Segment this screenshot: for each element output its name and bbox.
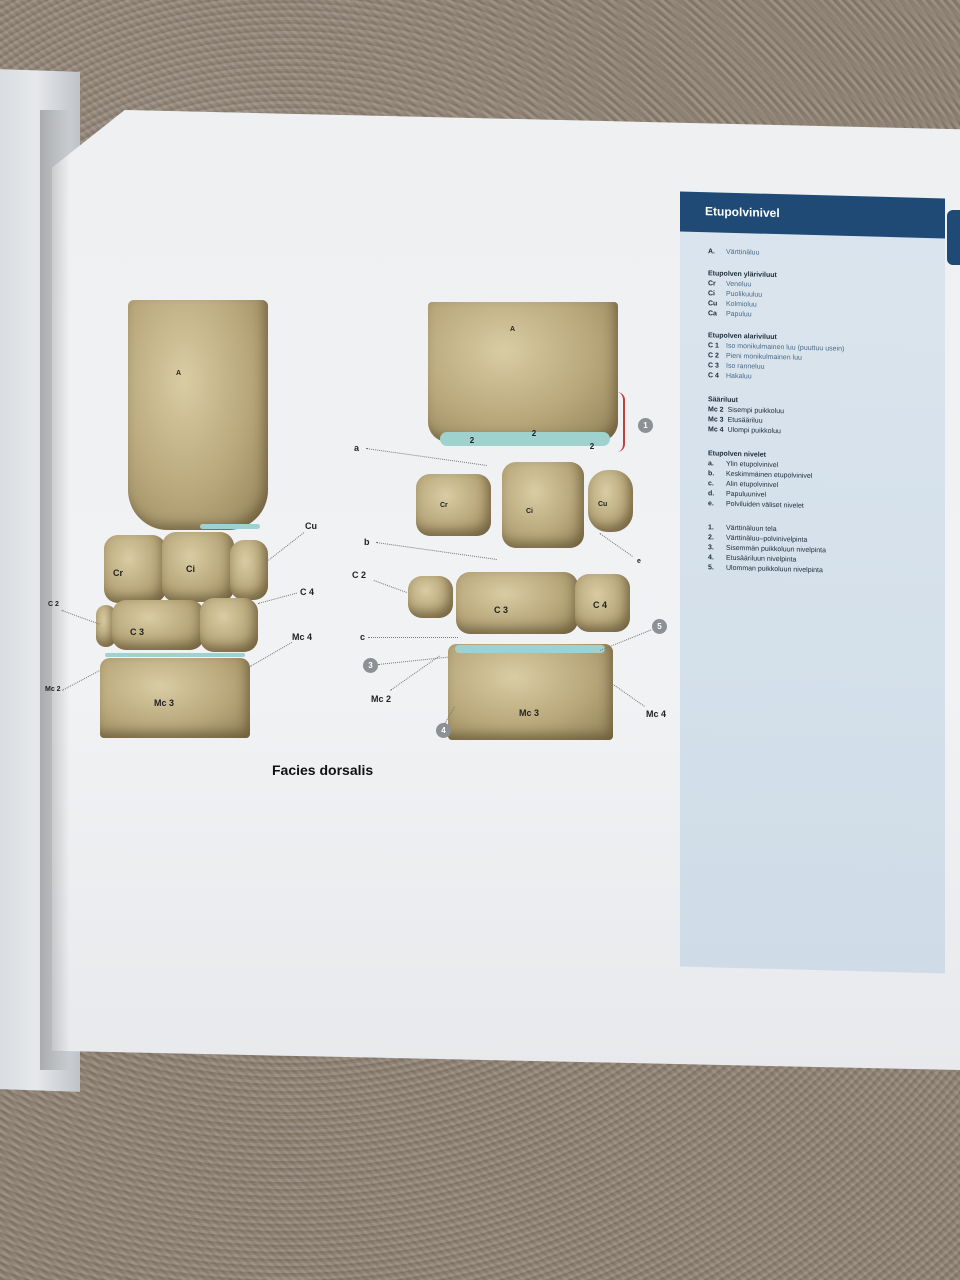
legend-key: Mc 2 xyxy=(708,406,724,414)
legend-key: Cu xyxy=(708,300,718,308)
legend-key: C 2 xyxy=(708,352,719,360)
radius-bone xyxy=(428,302,618,442)
label-cr: Cr xyxy=(113,568,124,578)
label-mc4: Mc 4 xyxy=(646,709,667,719)
callout-2: 2 xyxy=(469,435,475,445)
bone-c4 xyxy=(200,598,258,652)
legend-key: b. xyxy=(708,470,715,478)
label-joint-c: c xyxy=(360,632,366,642)
radius-bone xyxy=(128,300,268,530)
legend-key: Ca xyxy=(708,310,717,318)
label-mc2: Mc 2 xyxy=(45,686,61,693)
legend-key: 1. xyxy=(708,524,714,532)
callout-2: 2 xyxy=(589,441,595,451)
bone-cr xyxy=(104,535,166,603)
label-cr: Cr xyxy=(440,502,448,509)
legend-key: 3. xyxy=(708,544,714,552)
bone-ci xyxy=(162,532,234,602)
label-c3: C 3 xyxy=(494,605,509,615)
legend-key: d. xyxy=(708,490,715,498)
label-a: A xyxy=(176,370,182,377)
label-joint-e: e xyxy=(637,558,641,565)
label-joint-a: a xyxy=(354,443,360,453)
bone-c3 xyxy=(456,572,578,634)
legend-joints: Etupolven nivelet a.Ylin etupolvinivel b… xyxy=(708,449,938,515)
callout-3: 3 xyxy=(363,658,378,673)
figure-caption: Facies dorsalis xyxy=(272,762,374,778)
label-ci: Ci xyxy=(186,564,195,574)
callout-4: 4 xyxy=(436,723,451,738)
legend-sidebar: Etupolvinivel A. Värttinäluu Etupolven y… xyxy=(680,191,945,974)
label-c3: C 3 xyxy=(130,627,145,637)
label-a: A xyxy=(510,326,516,333)
legend-numbered: 1.Värttinäluun tela 2.Värttinäluu–polvin… xyxy=(708,523,938,579)
legend-value: Hakaluu xyxy=(726,372,752,381)
callout-1: 1 xyxy=(638,418,653,433)
bone-ci xyxy=(502,462,584,548)
bone-cu xyxy=(230,540,268,600)
joint-cartilage xyxy=(200,524,260,529)
label-c4: C 4 xyxy=(593,600,608,610)
legend-key: Mc 3 xyxy=(708,416,724,424)
label-joint-b: b xyxy=(364,537,370,547)
legend-key: Ci xyxy=(708,290,715,298)
legend-row: A. Värttinäluu xyxy=(708,247,938,263)
label-ci: Ci xyxy=(526,508,533,515)
legend-value: Veneluu xyxy=(726,280,752,289)
leader-line xyxy=(368,637,458,638)
label-cu: Cu xyxy=(598,501,608,508)
bone-cr xyxy=(416,474,491,536)
legend-value: Ulompi puikkoluu xyxy=(727,426,781,436)
legend-value: Värttinäluu xyxy=(726,248,760,257)
label-c2: C 2 xyxy=(48,601,59,608)
legend-key: Mc 4 xyxy=(708,426,724,434)
legend-key: 2. xyxy=(708,534,714,542)
label-mc4: Mc 4 xyxy=(292,632,313,642)
legend-key: Cr xyxy=(708,280,716,288)
legend-key: c. xyxy=(708,480,714,488)
radius-cartilage xyxy=(440,432,610,446)
callout-5: 5 xyxy=(652,619,667,634)
legend-key: C 1 xyxy=(708,342,719,350)
sidebar-title: Etupolvinivel xyxy=(680,191,945,239)
chapter-tab xyxy=(947,210,960,265)
legend-key: 4. xyxy=(708,554,714,562)
label-c4: C 4 xyxy=(300,587,315,597)
legend-value: Polviluiden väliset nivelet xyxy=(726,500,804,510)
bone-c2 xyxy=(96,605,116,647)
legend-a: A. Värttinäluu xyxy=(708,247,938,263)
sidebar-content: A. Värttinäluu Etupolven ylärivi​luut Cr… xyxy=(708,247,938,579)
legend-key: A. xyxy=(708,248,715,256)
label-mc3: Mc 3 xyxy=(519,708,540,718)
legend-key: 5. xyxy=(708,564,714,572)
label-mc3: Mc 3 xyxy=(154,698,175,708)
legend-key: e. xyxy=(708,500,714,508)
joint-cartilage xyxy=(105,653,245,657)
joint-cartilage xyxy=(455,645,605,653)
label-cu: Cu xyxy=(305,521,317,531)
legend-key: C 4 xyxy=(708,372,719,380)
legend-value: Papuluu xyxy=(726,310,752,319)
legend-value: Ulomman puikkoluun nivelpinta xyxy=(726,564,823,575)
label-mc2: Mc 2 xyxy=(371,694,392,704)
callout-2: 2 xyxy=(531,428,537,438)
page-shadow xyxy=(40,110,70,1070)
bone-c4 xyxy=(575,574,630,632)
label-c2: C 2 xyxy=(352,570,367,580)
bone-mc3 xyxy=(448,644,613,740)
bone-mc3 xyxy=(100,658,250,738)
legend-key: a. xyxy=(708,460,714,468)
bone-cu xyxy=(588,470,633,532)
legend-key: C 3 xyxy=(708,362,719,370)
radius-trochlea-mark xyxy=(617,392,625,452)
bone-c3 xyxy=(112,600,204,650)
bone-c2 xyxy=(408,576,453,618)
